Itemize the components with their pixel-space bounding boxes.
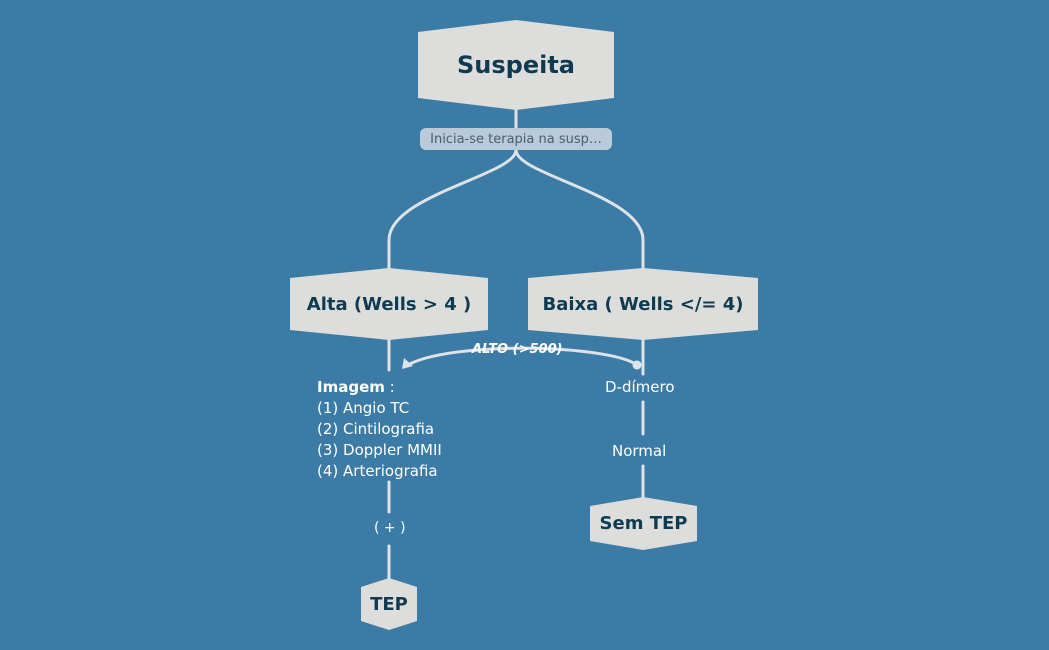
edge-arrowhead — [402, 358, 413, 369]
imagem-item: (4) Arteriografia — [317, 462, 438, 480]
node-tep[interactable]: TEP — [361, 578, 417, 630]
imagem-item: (1) Angio TC — [317, 399, 410, 417]
imagem-item: (2) Cintilografia — [317, 420, 435, 438]
node-sem-tep[interactable]: Sem TEP — [590, 497, 697, 550]
node-note[interactable]: Inicia-se terapia na susp… — [420, 128, 612, 150]
imagem-item: (3) Doppler MMII — [317, 441, 442, 459]
label-d-dimero[interactable]: D-dímero — [605, 378, 675, 396]
node-baixa-label: Baixa ( Wells </= 4) — [542, 293, 744, 315]
imagem-title-line: Imagem : — [317, 377, 442, 398]
label-normal[interactable]: Normal — [612, 442, 667, 460]
node-suspeita-label: Suspeita — [456, 51, 575, 79]
node-alta[interactable]: Alta (Wells > 4 ) — [290, 268, 488, 340]
connector-root-alta — [387, 148, 518, 270]
node-alta-label: Alta (Wells > 4 ) — [306, 293, 472, 315]
node-tep-label: TEP — [370, 593, 408, 615]
connector-alto-edge — [404, 346, 639, 368]
label-positivo[interactable]: ( + ) — [374, 520, 406, 536]
node-sem-tep-label: Sem TEP — [599, 513, 688, 534]
node-baixa[interactable]: Baixa ( Wells </= 4) — [528, 268, 758, 340]
node-suspeita[interactable]: Suspeita — [418, 20, 614, 110]
imagem-title: Imagem — [317, 378, 385, 396]
connector-root-baixa — [514, 148, 645, 270]
edge-label-alto: ALTO (>500) — [472, 342, 563, 357]
edge-start-dot — [632, 360, 642, 370]
imagem-suffix: : — [384, 378, 395, 396]
imagem-list[interactable]: Imagem : (1) Angio TC (2) Cintilografia … — [317, 377, 442, 482]
